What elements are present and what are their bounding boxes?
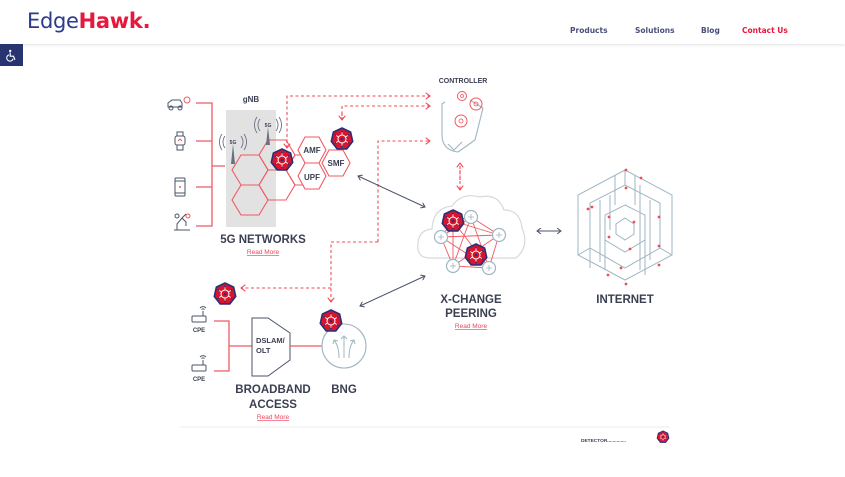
cpe-label: CPE	[193, 377, 205, 383]
peer-node-icon	[491, 227, 507, 243]
fiveg-title: 5G NETWORKS	[220, 234, 306, 246]
dslam-olt-icon	[251, 317, 291, 377]
logo-text-hawk: Hawk	[78, 9, 143, 33]
gnb-label: gNB	[243, 95, 260, 104]
bng-section: BNG	[319, 309, 367, 396]
detector-icon	[319, 309, 343, 332]
fiveg-read-more-link[interactable]: Read More	[247, 249, 280, 256]
xchange-section: X-CHANGE PEERING Read More	[417, 195, 526, 330]
legend-label: DETECTOR..............	[581, 438, 626, 444]
xchange-title-line2: PEERING	[445, 308, 497, 320]
wheelchair-icon	[6, 49, 16, 62]
nav-contact-us[interactable]: Contact Us	[742, 26, 788, 35]
cpe-label: CPE	[193, 328, 205, 334]
fiveg-peering-arrow	[358, 176, 425, 207]
controller-label: CONTROLLER	[439, 78, 488, 85]
xchange-read-more-link[interactable]: Read More	[455, 323, 488, 330]
logo-text-edge: Edge	[27, 9, 79, 33]
amf-label: AMF	[303, 146, 320, 155]
industrial-robot-icon	[174, 213, 191, 231]
connected-car-icon	[167, 96, 191, 111]
peer-node-icon	[445, 258, 461, 274]
bng-title: BNG	[331, 384, 357, 396]
detector-icon	[330, 127, 354, 150]
bng-peering-arrow	[360, 276, 425, 306]
nav-solutions[interactable]: Solutions	[635, 26, 675, 35]
peer-node-icon	[481, 260, 497, 276]
detector-icon	[213, 282, 237, 305]
internet-title: INTERNET	[596, 294, 654, 306]
nav-products[interactable]: Products	[570, 26, 608, 35]
antenna-label: 5G	[265, 123, 272, 129]
broadband-title-line2: ACCESS	[249, 399, 297, 411]
accessibility-button[interactable]	[0, 44, 23, 66]
smartphone-icon	[174, 177, 186, 197]
site-header: EdgeHawk. Products Solutions Blog Contac…	[0, 0, 845, 44]
upf-label: UPF	[304, 173, 320, 182]
internet-circuit-icon	[577, 169, 673, 281]
antenna-5g-icon: 5G	[219, 133, 247, 164]
xchange-title-line1: X-CHANGE	[440, 294, 502, 306]
smf-label: SMF	[328, 159, 345, 168]
dslam-label-line2: OLT	[256, 346, 271, 355]
detector-icon	[270, 148, 294, 171]
bng-arrows-icon	[332, 335, 356, 359]
nav-blog[interactable]: Blog	[701, 26, 720, 35]
logo-dot: .	[142, 9, 151, 33]
controller-shield-icon	[441, 91, 484, 153]
dslam-label-line1: DSLAM/	[256, 336, 286, 345]
edgehawk-logo[interactable]: EdgeHawk.	[27, 9, 151, 33]
fiveg-section: gNB 5G 5G AMF SMF UPF	[167, 95, 354, 256]
antenna-label: 5G	[230, 140, 237, 146]
cpe-router-icon	[191, 306, 207, 323]
core-hex-group	[297, 136, 351, 190]
internet-section: INTERNET	[577, 168, 673, 306]
internet-nodes	[586, 168, 661, 286]
broadband-section: CPE CPE DSLAM/ OLT BROADBAND ACCESS Read…	[191, 282, 322, 421]
smartwatch-icon	[174, 131, 186, 151]
peer-node-icon	[433, 229, 449, 245]
detector-icon	[656, 430, 670, 443]
cpe-router-icon	[191, 355, 207, 372]
detector-icon	[441, 209, 465, 232]
antenna-5g-icon: 5G	[254, 116, 282, 145]
peer-node-icon	[463, 209, 479, 225]
controller-section: CONTROLLER	[439, 78, 488, 153]
broadband-title-line1: BROADBAND	[235, 384, 310, 396]
broadband-read-more-link[interactable]: Read More	[257, 414, 290, 421]
detector-icon	[464, 243, 488, 266]
